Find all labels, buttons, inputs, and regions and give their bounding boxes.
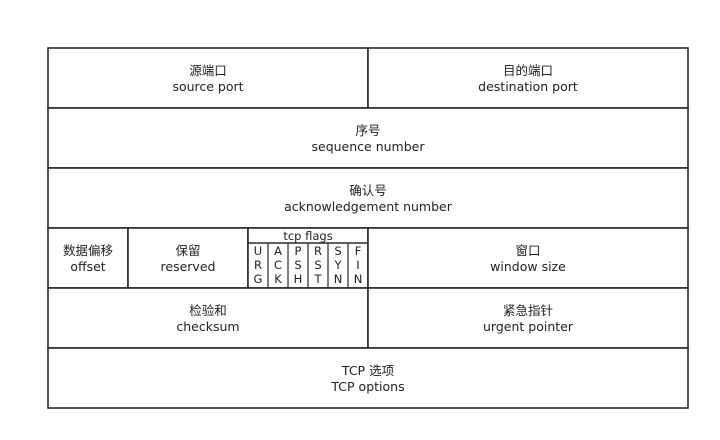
flag-rst-letter: S <box>314 258 321 272</box>
source-port-field: 源端口 source port <box>47 47 369 109</box>
window-size-en: window size <box>490 259 566 274</box>
flag-urg-letter: R <box>254 258 262 272</box>
urgent-pointer-en: urgent pointer <box>483 319 574 334</box>
ack-number-en: acknowledgement number <box>284 199 453 214</box>
source-port-zh: 源端口 <box>189 63 227 78</box>
flag-rst-letter: R <box>314 244 322 258</box>
flag-ack-letter: K <box>274 272 282 286</box>
flag-ack-letter: C <box>274 258 282 272</box>
sequence-number-field: 序号 sequence number <box>47 107 689 169</box>
flag-psh: PSH <box>294 244 303 286</box>
flag-syn-letter: S <box>334 244 341 258</box>
flag-fin-letter: F <box>355 244 362 258</box>
source-port-en: source port <box>172 79 243 94</box>
destination-port-en: destination port <box>478 79 578 94</box>
tcp-options-en: TCP options <box>330 379 404 394</box>
flag-urg-letter: G <box>254 272 263 286</box>
tcp-flags-title: tcp flags <box>283 229 332 243</box>
flag-fin: FIN <box>354 244 363 286</box>
sequence-number-zh: 序号 <box>355 123 380 138</box>
window-size-field: 窗口 window size <box>367 227 689 289</box>
offset-field: 数据偏移 offset <box>47 227 129 289</box>
reserved-field: 保留 reserved <box>127 227 249 289</box>
destination-port-field: 目的端口 destination port <box>367 47 689 109</box>
checksum-en: checksum <box>176 319 239 334</box>
flag-rst-letter: T <box>313 272 322 286</box>
flag-urg-letter: U <box>254 244 262 258</box>
checksum-field: 检验和 checksum <box>47 287 369 349</box>
tcp-options-field: TCP 选项 TCP options <box>47 347 689 409</box>
flag-fin-letter: N <box>354 272 363 286</box>
urgent-pointer-zh: 紧急指针 <box>503 303 553 318</box>
flag-urg: URG <box>254 244 263 286</box>
flag-ack-letter: A <box>274 244 282 258</box>
flag-psh-letter: P <box>295 244 302 258</box>
offset-zh: 数据偏移 <box>63 243 113 258</box>
tcp-options-zh: TCP 选项 <box>341 363 394 378</box>
urgent-pointer-field: 紧急指针 urgent pointer <box>367 287 689 349</box>
sequence-number-en: sequence number <box>312 139 426 154</box>
flag-fin-letter: I <box>356 258 359 272</box>
flag-rst: RST <box>313 244 322 286</box>
flag-ack: ACK <box>274 244 282 286</box>
flag-syn-letter: N <box>334 272 343 286</box>
reserved-zh: 保留 <box>175 243 200 258</box>
offset-en: offset <box>70 259 105 274</box>
reserved-en: reserved <box>161 259 216 274</box>
flag-psh-letter: S <box>294 258 301 272</box>
ack-number-field: 确认号 acknowledgement number <box>47 167 689 229</box>
checksum-zh: 检验和 <box>189 303 227 318</box>
ack-number-zh: 确认号 <box>349 183 387 198</box>
flag-syn-letter: Y <box>333 258 342 272</box>
window-size-zh: 窗口 <box>515 243 540 258</box>
flag-psh-letter: H <box>294 272 303 286</box>
flag-syn: SYN <box>333 244 342 286</box>
destination-port-zh: 目的端口 <box>503 63 553 78</box>
